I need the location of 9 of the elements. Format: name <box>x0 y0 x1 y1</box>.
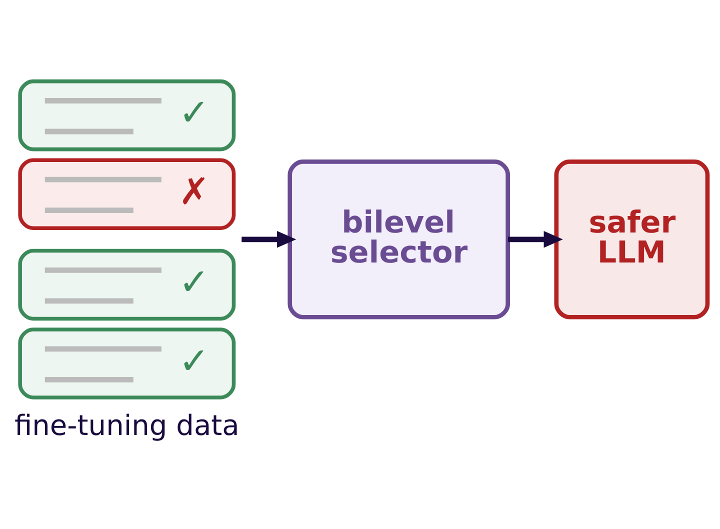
node-box: safer LLM <box>554 160 710 320</box>
arrow <box>508 231 563 248</box>
label: fine-tuning data <box>14 409 240 442</box>
node-box: bilevel selector <box>288 160 510 320</box>
node-box: ✓ <box>18 79 236 152</box>
node-box: ✓ <box>18 328 236 400</box>
node-box: ✗ <box>18 158 236 230</box>
arrow <box>242 231 296 248</box>
node-box: ✓ <box>18 248 236 321</box>
